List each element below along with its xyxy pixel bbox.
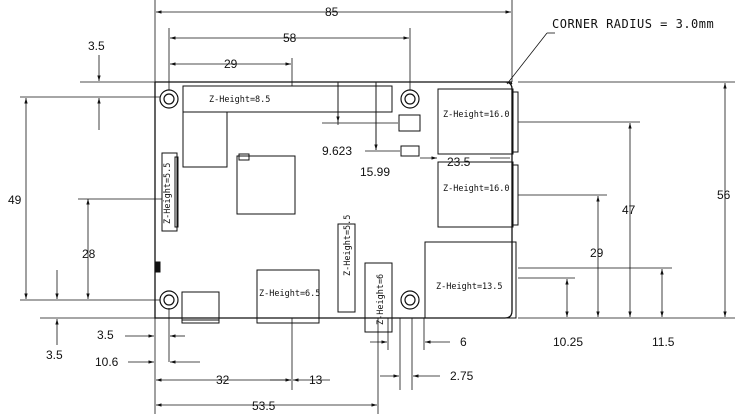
dim-9-623: 9.623: [322, 144, 352, 158]
dim-13: 13: [309, 373, 323, 387]
hdmi-connector: [256, 269, 320, 324]
dim-23-5: 23.5: [447, 155, 471, 169]
ethernet-port: [424, 241, 517, 319]
hole-bottom-right: [400, 290, 420, 310]
dimension-lines: [20, 0, 735, 414]
dim-hole-offset-x: 29: [224, 57, 238, 71]
dim-height-holes: 49: [8, 193, 22, 207]
dim-6: 6: [460, 335, 467, 349]
dim-32: 32: [216, 373, 230, 387]
z-height-labels: Z-Height=8.5 Z-Height=16.0 Z-Height=16.0…: [163, 95, 510, 325]
z-height-usb-top: Z-Height=16.0: [443, 110, 510, 120]
usb-top: [437, 88, 514, 155]
dim-11-5: 11.5: [652, 335, 675, 349]
dim-height-28: 28: [82, 247, 96, 261]
usb-mid: [437, 161, 514, 228]
dim-height-29: 29: [590, 246, 604, 260]
soc-small: [182, 111, 228, 168]
dim-hole-offset-top: 3.5: [88, 39, 105, 53]
dim-height-overall: 56: [717, 188, 731, 202]
z-height-csi: Z-Height=5.5: [343, 215, 353, 276]
dimension-texts: 85 58 29 3.5 49 28 3.5 3.5 10.6 32 13 53…: [8, 5, 731, 413]
dim-height-47: 47: [622, 203, 636, 217]
z-height-usb-mid: Z-Height=16.0: [443, 184, 510, 194]
corner-radius-note: CORNER RADIUS = 3.0mm: [552, 17, 714, 31]
z-height-ethernet: Z-Height=13.5: [436, 282, 503, 292]
hole-top-right: [400, 89, 420, 109]
dim-53-5: 53.5: [252, 399, 276, 413]
csi-connector: [337, 223, 356, 313]
power-connector: [181, 291, 220, 321]
small-chip: [238, 153, 250, 161]
z-height-display: Z-Height=5.5: [163, 163, 173, 224]
hole-top-left: [159, 89, 179, 109]
dim-10-25: 10.25: [553, 335, 583, 349]
dim-overall-width: 85: [325, 5, 339, 19]
z-height-audio: Z-Height=6: [376, 274, 386, 325]
gpio-header: [182, 85, 393, 113]
small-component-b: [400, 145, 420, 157]
dim-2-75: 2.75: [450, 369, 474, 383]
components: [154, 85, 519, 333]
dim-15-99: 15.99: [360, 165, 390, 179]
dim-bottom-3-5: 3.5: [46, 348, 63, 362]
dim-left-3-5: 3.5: [97, 328, 114, 342]
audio-jack: [364, 262, 393, 333]
display-connector: [161, 152, 178, 232]
z-height-gpio: Z-Height=8.5: [209, 95, 270, 105]
led-marks: [154, 261, 161, 273]
hole-bottom-left: [159, 290, 179, 310]
dim-hole-span: 58: [283, 31, 297, 45]
dim-10-6: 10.6: [95, 355, 119, 369]
z-height-hdmi: Z-Height=6.5: [259, 289, 320, 299]
soc-main: [236, 155, 296, 215]
small-component-a: [398, 114, 421, 132]
